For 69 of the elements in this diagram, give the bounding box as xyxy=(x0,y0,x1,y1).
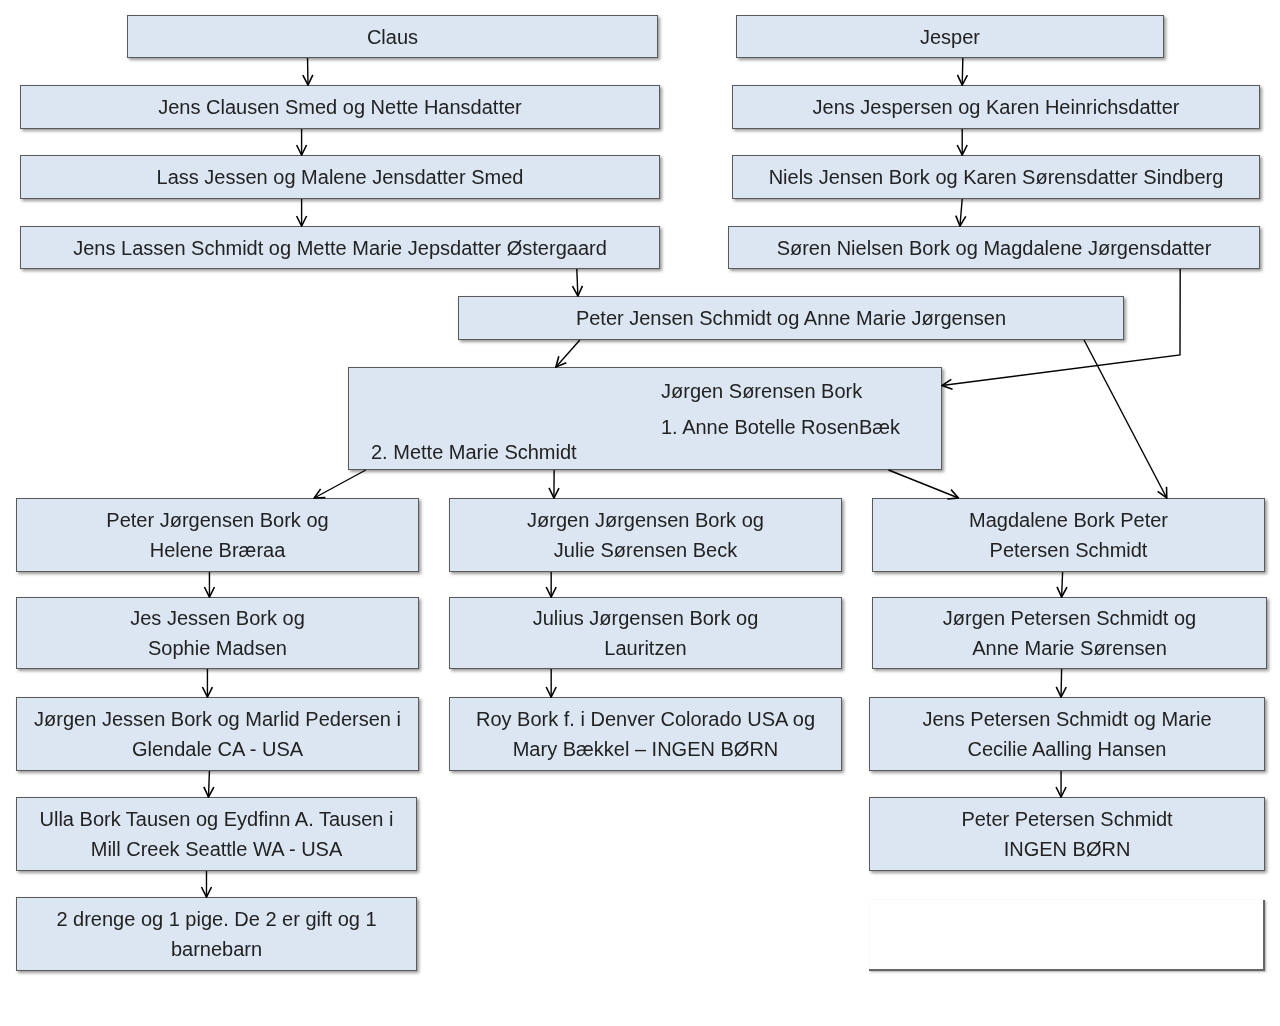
arrow xyxy=(203,571,216,598)
arrow xyxy=(200,870,213,898)
arrow xyxy=(1083,339,1168,499)
person-name: 1. Anne Botelle RosenBæk xyxy=(661,415,901,440)
arrow xyxy=(941,268,1181,391)
family-names: Jens Petersen Schmidt og Marie Cecilie Aalling Hansen xyxy=(921,707,1213,762)
family-names: Jes Jessen Bork og Sophie Madsen xyxy=(129,606,306,661)
name-box xyxy=(449,498,842,572)
name-box xyxy=(16,897,417,971)
family-names: Niels Jensen Bork og Karen Sørensdatter Sindberg xyxy=(767,165,1225,190)
arrow xyxy=(201,668,214,698)
name-box xyxy=(736,15,1164,58)
family-names: Jens Lassen Schmidt og Mette Marie Jepsdatter Østergaard xyxy=(72,235,608,261)
name-box xyxy=(16,697,419,771)
name-box xyxy=(16,498,419,572)
family-names: Søren Nielsen Bork og Magdalene Jørgensdatter xyxy=(775,235,1213,261)
arrow xyxy=(887,469,960,500)
name-box xyxy=(872,597,1267,669)
family-names: Peter Jørgensen Bork og Helene Bræraa xyxy=(105,508,330,563)
family-names: Julius Jørgensen Bork og Lauritzen xyxy=(531,606,760,661)
arrow xyxy=(295,198,308,227)
family-box xyxy=(348,367,942,470)
family-names: Ulla Bork Tausen og Eydfinn A. Tausen i Mill Creek Seattle WA - USA xyxy=(38,807,395,862)
family-names: Peter Petersen Schmidt INGEN BØRN xyxy=(960,807,1174,862)
arrow xyxy=(313,469,367,499)
name-box xyxy=(20,155,660,199)
arrow xyxy=(548,469,560,499)
family-names: Magdalene Bork Peter Petersen Schmidt xyxy=(968,508,1169,563)
person-name: 2. Mette Marie Schmidt xyxy=(371,440,577,465)
empty-box xyxy=(869,900,1265,971)
family-names: Lass Jessen og Malene Jensdatter Smed xyxy=(155,165,525,190)
arrow xyxy=(1055,770,1067,798)
family-names: Jørgen Jørgensen Bork og Julie Sørensen Beck xyxy=(526,508,765,563)
family-names: Jens Jespersen og Karen Heinrichsdatter xyxy=(811,95,1181,120)
name-box xyxy=(732,155,1260,199)
arrow xyxy=(295,128,308,156)
arrow xyxy=(571,268,584,297)
arrow xyxy=(545,668,557,698)
name-box xyxy=(449,597,842,669)
family-names: Jørgen Petersen Schmidt og Anne Marie Sørensen xyxy=(941,606,1198,661)
arrow xyxy=(302,57,314,86)
name-box xyxy=(458,296,1124,340)
person-name: Jørgen Sørensen Bork xyxy=(661,379,863,404)
name-box xyxy=(127,15,658,58)
name-box xyxy=(872,498,1265,572)
arrow xyxy=(955,198,967,227)
name-box xyxy=(16,797,417,871)
family-names: Claus xyxy=(365,24,420,50)
family-names: 2 drenge og 1 pige. De 2 er gift og 1 barnebarn xyxy=(55,907,378,962)
name-box xyxy=(869,697,1265,771)
name-box xyxy=(449,697,842,771)
arrow xyxy=(203,770,215,798)
arrow xyxy=(1056,571,1068,598)
arrow xyxy=(555,339,581,368)
family-names: Jørgen Jessen Bork og Marlid Pedersen i Glendale CA - USA xyxy=(33,707,402,762)
name-box xyxy=(869,797,1265,871)
arrow xyxy=(1055,668,1068,698)
name-box xyxy=(16,597,419,669)
arrow xyxy=(956,57,969,86)
family-names: Peter Jensen Schmidt og Anne Marie Jørgensen xyxy=(574,306,1008,331)
family-names: Roy Bork f. i Denver Colorado USA og Mary Bækkel – INGEN BØRN xyxy=(474,707,816,762)
name-box xyxy=(728,226,1260,269)
name-box xyxy=(20,85,660,129)
name-box xyxy=(732,85,1260,129)
arrow xyxy=(956,128,968,156)
family-names: Jesper xyxy=(919,24,981,50)
arrow xyxy=(545,571,557,598)
family-names: Jens Clausen Smed og Nette Hansdatter xyxy=(157,95,523,120)
name-box xyxy=(20,226,660,269)
